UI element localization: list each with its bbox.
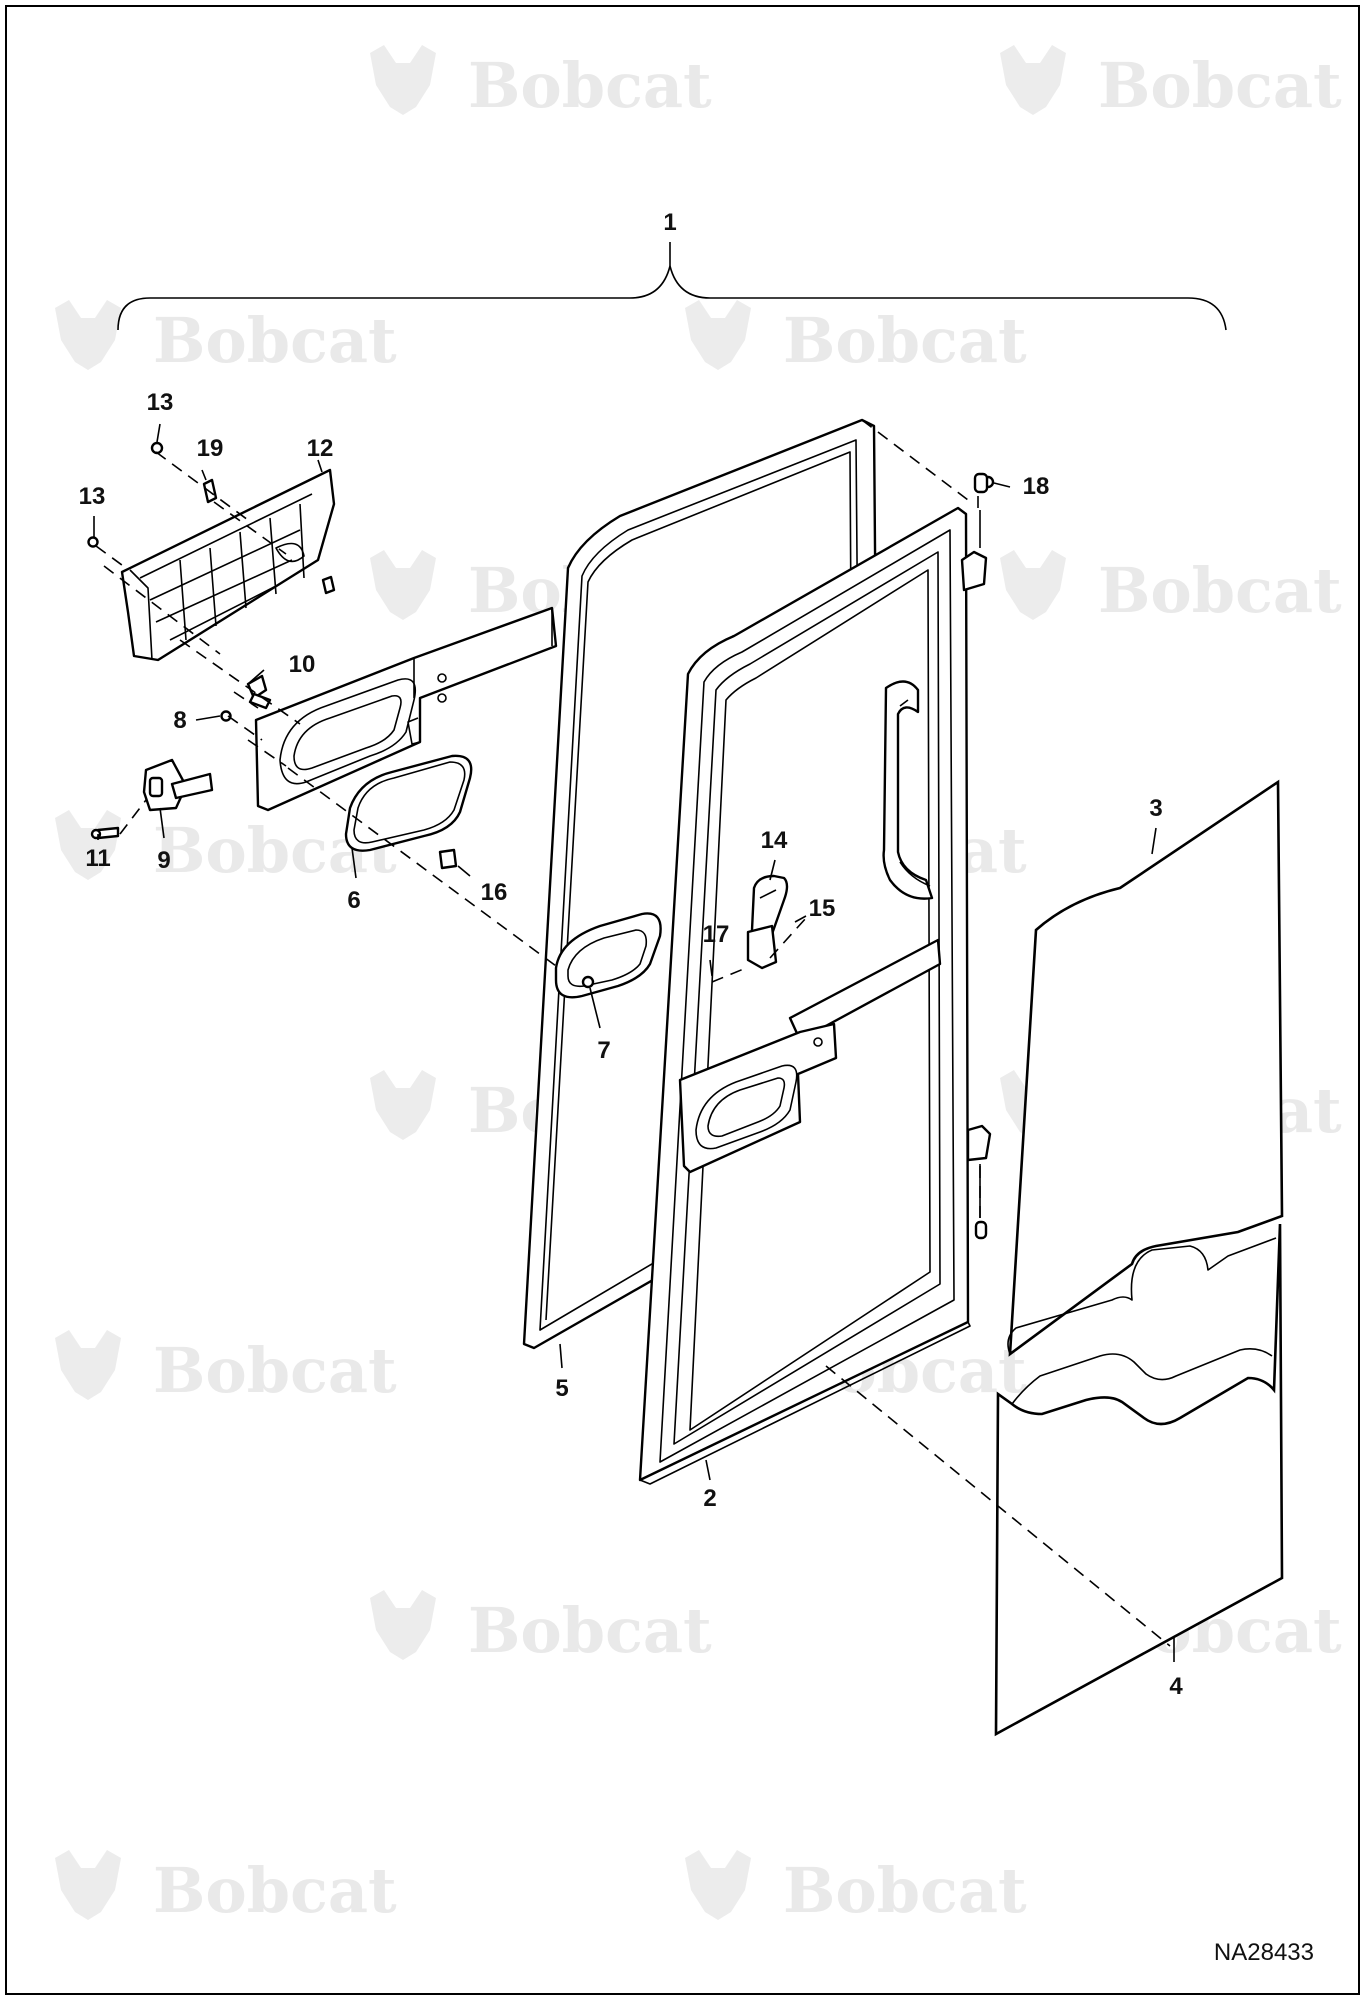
bobcat-logo-icon [1000,550,1066,620]
callout-2: 2 [703,1485,716,1512]
watermark-mark: Bobcat [55,300,397,377]
watermark-text: Bobcat [153,1334,397,1407]
inside-handle [746,874,789,970]
upper-glass [1008,779,1284,1357]
handle-bracket [254,606,558,812]
callout-13-lower: 13 [79,483,106,510]
watermark-mark: Bobcat [1000,550,1342,627]
bobcat-logo-icon [370,1590,436,1660]
callout-15: 15 [809,895,836,922]
watermark-mark: Bobcat [685,300,1027,377]
watermark-text: Bobcat [783,1854,1027,1927]
bobcat-logo-icon [55,300,121,370]
watermark-text: Bobcat [1098,554,1342,627]
callout-13-upper: 13 [147,389,174,416]
watermark-mark: Bobcat [370,45,712,122]
bobcat-logo-icon [55,810,121,880]
watermark-text: Bobcat [468,49,712,122]
bobcat-logo-icon [370,1070,436,1140]
watermark-text: Bobcat [1098,49,1342,122]
callout-4: 4 [1169,1673,1183,1700]
latch-mechanism [142,758,214,812]
callout-7: 7 [597,1037,610,1064]
bobcat-logo-icon [55,1850,121,1920]
callout-6: 6 [347,887,360,914]
handle-gasket-inner [353,761,466,844]
callout-16: 16 [481,879,508,906]
bobcat-logo-icon [370,550,436,620]
callout-17: 17 [703,921,730,948]
watermark-text: Bobcat [153,304,397,377]
assembly-callout: 1 [663,209,676,236]
callout-leaders [93,423,1175,1662]
bobcat-logo-icon [1000,45,1066,115]
bobcat-logo-icon [55,1330,121,1400]
outside-handle [554,912,662,999]
callout-3: 3 [1149,795,1162,822]
assembly-lines [95,419,1171,1647]
callout-11: 11 [85,845,110,872]
callout-10: 10 [289,651,316,678]
callout-9: 9 [157,847,170,874]
figure-reference-code: NA28433 [1214,1939,1314,1966]
inner-trim-panel [120,468,336,662]
callout-8: 8 [173,707,186,734]
watermark-mark: Bobcat [55,1850,397,1927]
interior-handle-bracket [678,1022,838,1174]
lower-glass [994,1223,1284,1737]
watermark-mark: Bobcat [55,1330,397,1407]
callout-19: 19 [197,435,224,462]
watermark-mark: Bobcat [685,1850,1027,1927]
glass-profile [1007,1237,1277,1355]
watermark-mark: Bobcat [1000,45,1342,122]
page-border [5,5,1360,1995]
watermark-text: Bobcat [783,304,1027,377]
watermark-mark: Bobcat [370,1590,712,1667]
bobcat-logo-icon [685,300,751,370]
bobcat-logo-icon [370,45,436,115]
bobcat-logo-icon [685,1850,751,1920]
watermark-text: Bobcat [153,1854,397,1927]
callout-18: 18 [1023,473,1050,500]
handle-gasket [344,754,473,852]
callout-12: 12 [307,435,334,462]
callout-5: 5 [555,1375,568,1402]
watermark-text: Bobcat [468,1594,712,1667]
callout-layer: 1 13 19 12 13 10 8 11 9 6 16 7 14 15 17 … [79,209,1184,1700]
callout-14: 14 [761,827,788,854]
